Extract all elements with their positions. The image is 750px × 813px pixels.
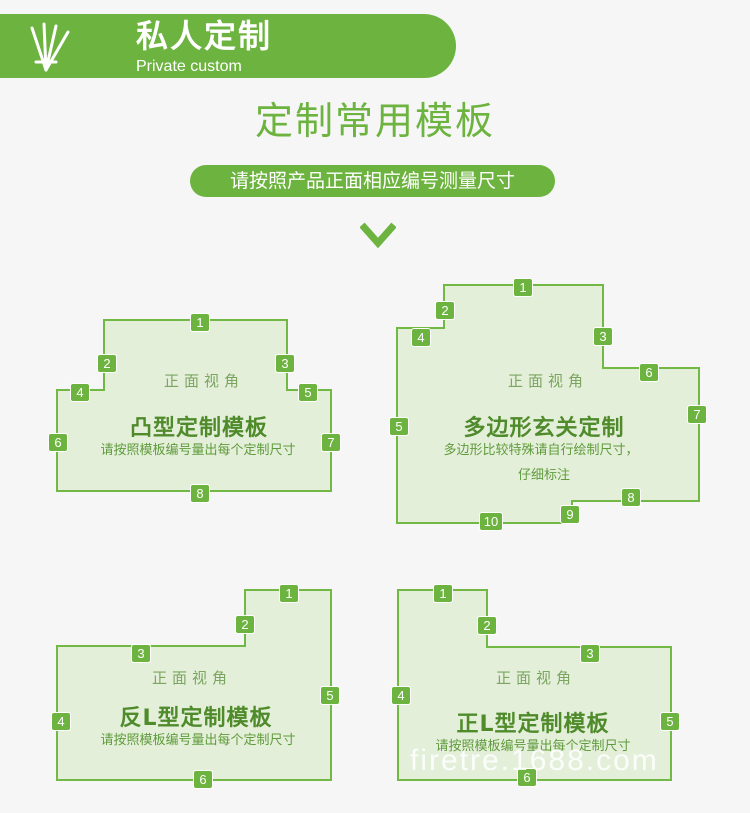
template-description: 请按照模板编号量出每个定制尺寸 bbox=[100, 443, 296, 458]
dimension-label: 4 bbox=[411, 328, 431, 347]
dimension-label: 6 bbox=[517, 768, 537, 787]
template-description: 多边形比较特殊请自行绘制尺寸， bbox=[443, 443, 639, 458]
dimension-label: 5 bbox=[320, 686, 340, 705]
dimension-label: 3 bbox=[593, 327, 613, 346]
dimension-label: 10 bbox=[479, 512, 503, 531]
dimension-label: 2 bbox=[235, 615, 255, 634]
template-name: 凸型定制模板 bbox=[129, 416, 269, 441]
header-banner: 私人定制 Private custom bbox=[0, 14, 456, 78]
dimension-label: 8 bbox=[621, 488, 641, 507]
view-label: 正面视角 bbox=[495, 669, 577, 687]
template-description: 仔细标注 bbox=[517, 468, 571, 483]
dimension-label: 3 bbox=[580, 644, 600, 663]
dimension-label: 6 bbox=[639, 363, 659, 382]
view-label: 正面视角 bbox=[151, 669, 233, 687]
dimension-label: 5 bbox=[660, 712, 680, 731]
dimension-label: 1 bbox=[513, 278, 533, 297]
dimension-label: 9 bbox=[560, 505, 580, 524]
instruction-pill: 请按照产品正面相应编号测量尺寸 bbox=[190, 165, 555, 197]
view-label: 正面视角 bbox=[163, 372, 245, 390]
dimension-label: 5 bbox=[389, 417, 409, 436]
template-description: 请按照模板编号量出每个定制尺寸 bbox=[435, 739, 631, 754]
dimension-label: 4 bbox=[70, 383, 90, 402]
banner-subtitle: Private custom bbox=[136, 58, 242, 75]
dimension-label: 7 bbox=[321, 433, 341, 452]
dimension-label: 8 bbox=[190, 484, 210, 503]
template-name: 正L型定制模板 bbox=[456, 712, 610, 737]
watermark: firetre.1688.com bbox=[410, 744, 659, 777]
dimension-label: 4 bbox=[51, 712, 71, 731]
dimension-label: 4 bbox=[391, 686, 411, 705]
page-heading: 定制常用模板 bbox=[254, 99, 495, 143]
dimension-label: 5 bbox=[298, 383, 318, 402]
dimension-label: 6 bbox=[48, 433, 68, 452]
dimension-label: 7 bbox=[687, 405, 707, 424]
dimension-label: 2 bbox=[97, 354, 117, 373]
dimension-label: 6 bbox=[193, 770, 213, 789]
template-description: 请按照模板编号量出每个定制尺寸 bbox=[100, 733, 296, 748]
dimension-label: 1 bbox=[433, 584, 453, 603]
template-name: 多边形玄关定制 bbox=[463, 416, 625, 441]
chevron-down-icon bbox=[360, 222, 396, 248]
dimension-label: 1 bbox=[279, 584, 299, 603]
dimension-label: 1 bbox=[190, 313, 210, 332]
banner-title: 私人定制 bbox=[136, 17, 273, 55]
dimension-label: 2 bbox=[477, 616, 497, 635]
template-name: 反L型定制模板 bbox=[119, 706, 273, 731]
view-label: 正面视角 bbox=[507, 372, 589, 390]
dimension-label: 2 bbox=[435, 301, 455, 320]
brand-logo-icon bbox=[30, 22, 70, 72]
dimension-label: 3 bbox=[275, 354, 295, 373]
dimension-label: 3 bbox=[131, 644, 151, 663]
